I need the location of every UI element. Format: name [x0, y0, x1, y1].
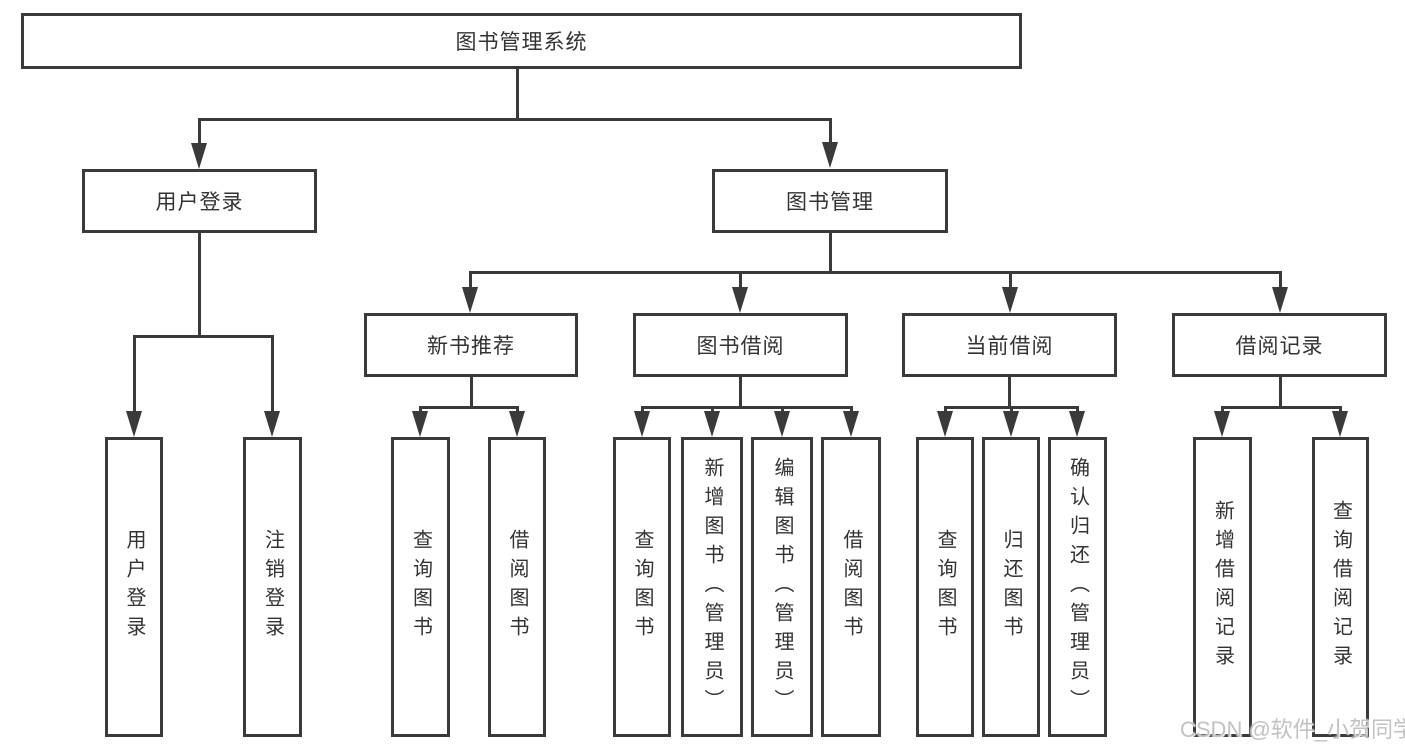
arrowhead-down-icon	[509, 411, 525, 437]
leaf-records-query-borrow-record: 查询借阅记录	[1312, 437, 1369, 737]
node-label: 图书借阅	[696, 335, 785, 358]
connector-line	[739, 271, 742, 288]
arrowhead-down-icon	[732, 287, 748, 313]
connector-line	[711, 406, 714, 413]
arrowhead-down-icon	[634, 411, 650, 437]
node-label: 确认归还（管理员）	[1066, 456, 1089, 718]
connector-line	[1010, 406, 1013, 413]
connector-line	[516, 69, 519, 119]
arrowhead-down-icon	[843, 411, 859, 437]
connector-line	[198, 233, 201, 337]
connector-line	[516, 406, 519, 413]
connector-line	[829, 118, 832, 143]
node-label: 查询图书	[409, 529, 432, 645]
arrowhead-down-icon	[264, 411, 280, 437]
node-label: 查询借阅记录	[1329, 500, 1352, 674]
csdn-watermark: CSDN @软件_小贺同学	[1180, 717, 1405, 742]
node-current-borrowing: 当前借阅	[902, 313, 1117, 377]
arrowhead-down-icon	[1272, 287, 1288, 313]
node-label: 新增借阅记录	[1211, 500, 1234, 674]
leaf-logout: 注销登录	[243, 437, 302, 737]
connector-line	[470, 377, 473, 408]
node-label: 查询图书	[631, 529, 653, 645]
arrowhead-down-icon	[937, 411, 953, 437]
node-root-library-system: 图书管理系统	[21, 13, 1022, 69]
node-label: 当前借阅	[965, 335, 1054, 358]
connector-line	[781, 406, 784, 413]
node-label: 图书管理系统	[455, 31, 588, 54]
arrowhead-down-icon	[822, 142, 838, 168]
connector-line	[133, 335, 274, 338]
leaf-current-return-books: 归还图书	[982, 437, 1040, 737]
arrowhead-down-icon	[1069, 411, 1085, 437]
connector-line	[198, 118, 832, 121]
connector-line	[469, 271, 472, 288]
connector-line	[419, 406, 519, 409]
connector-line	[271, 335, 274, 412]
connector-line	[944, 406, 947, 413]
connector-line	[1221, 406, 1224, 413]
connector-line	[1076, 406, 1079, 413]
arrowhead-down-icon	[1332, 411, 1348, 437]
node-label: 用户登录	[123, 529, 145, 645]
leaf-borrowing-borrow-books: 借阅图书	[821, 437, 881, 737]
node-book-borrowing: 图书借阅	[633, 313, 848, 377]
arrowhead-down-icon	[704, 411, 720, 437]
arrowhead-down-icon	[126, 411, 142, 437]
node-label: 注销登录	[261, 529, 284, 645]
connector-line	[1009, 271, 1012, 288]
connector-line	[829, 233, 832, 274]
leaf-current-confirm-return-admin: 确认归还（管理员）	[1048, 437, 1107, 737]
node-label: 新书推荐	[427, 335, 515, 358]
node-book-management: 图书管理	[712, 169, 948, 233]
leaf-borrowing-query-books: 查询图书	[613, 437, 671, 737]
arrowhead-down-icon	[774, 411, 790, 437]
connector-line	[850, 406, 853, 413]
leaf-recommend-query-books: 查询图书	[391, 437, 450, 737]
leaf-borrowing-edit-books-admin: 编辑图书（管理员）	[751, 437, 813, 737]
connector-line	[1279, 271, 1282, 288]
connector-line	[739, 377, 742, 408]
node-label: 借阅记录	[1235, 335, 1324, 358]
connector-line	[641, 406, 644, 413]
node-label: 归还图书	[1000, 529, 1022, 645]
connector-line	[1008, 377, 1011, 408]
leaf-records-add-borrow-record: 新增借阅记录	[1193, 437, 1252, 737]
node-user-login: 用户登录	[82, 169, 317, 233]
connector-line	[641, 406, 853, 409]
leaf-user-login: 用户登录	[105, 437, 163, 737]
node-label: 编辑图书（管理员）	[771, 456, 793, 718]
node-label: 用户登录	[155, 191, 244, 214]
node-label: 新增图书（管理员）	[701, 456, 723, 718]
connector-line	[1221, 406, 1342, 409]
connector-line	[419, 406, 422, 413]
node-label: 图书管理	[786, 191, 874, 214]
arrowhead-down-icon	[462, 287, 478, 313]
arrowhead-down-icon	[1214, 411, 1230, 437]
connector-line	[1339, 406, 1342, 413]
arrowhead-down-icon	[1002, 287, 1018, 313]
arrowhead-down-icon	[1003, 411, 1019, 437]
node-label: 借阅图书	[840, 529, 862, 645]
node-new-book-recommend: 新书推荐	[364, 313, 578, 377]
arrowhead-down-icon	[412, 411, 428, 437]
connector-line	[198, 118, 201, 144]
connector-line	[1279, 377, 1282, 408]
leaf-recommend-borrow-books: 借阅图书	[488, 437, 546, 737]
connector-line	[469, 271, 1282, 274]
leaf-current-query-books: 查询图书	[916, 437, 974, 737]
arrowhead-down-icon	[191, 143, 207, 169]
node-label: 查询图书	[934, 529, 956, 645]
node-label: 借阅图书	[506, 529, 528, 645]
connector-line	[133, 335, 136, 412]
leaf-borrowing-add-books-admin: 新增图书（管理员）	[681, 437, 743, 737]
node-borrowing-records: 借阅记录	[1172, 313, 1387, 377]
